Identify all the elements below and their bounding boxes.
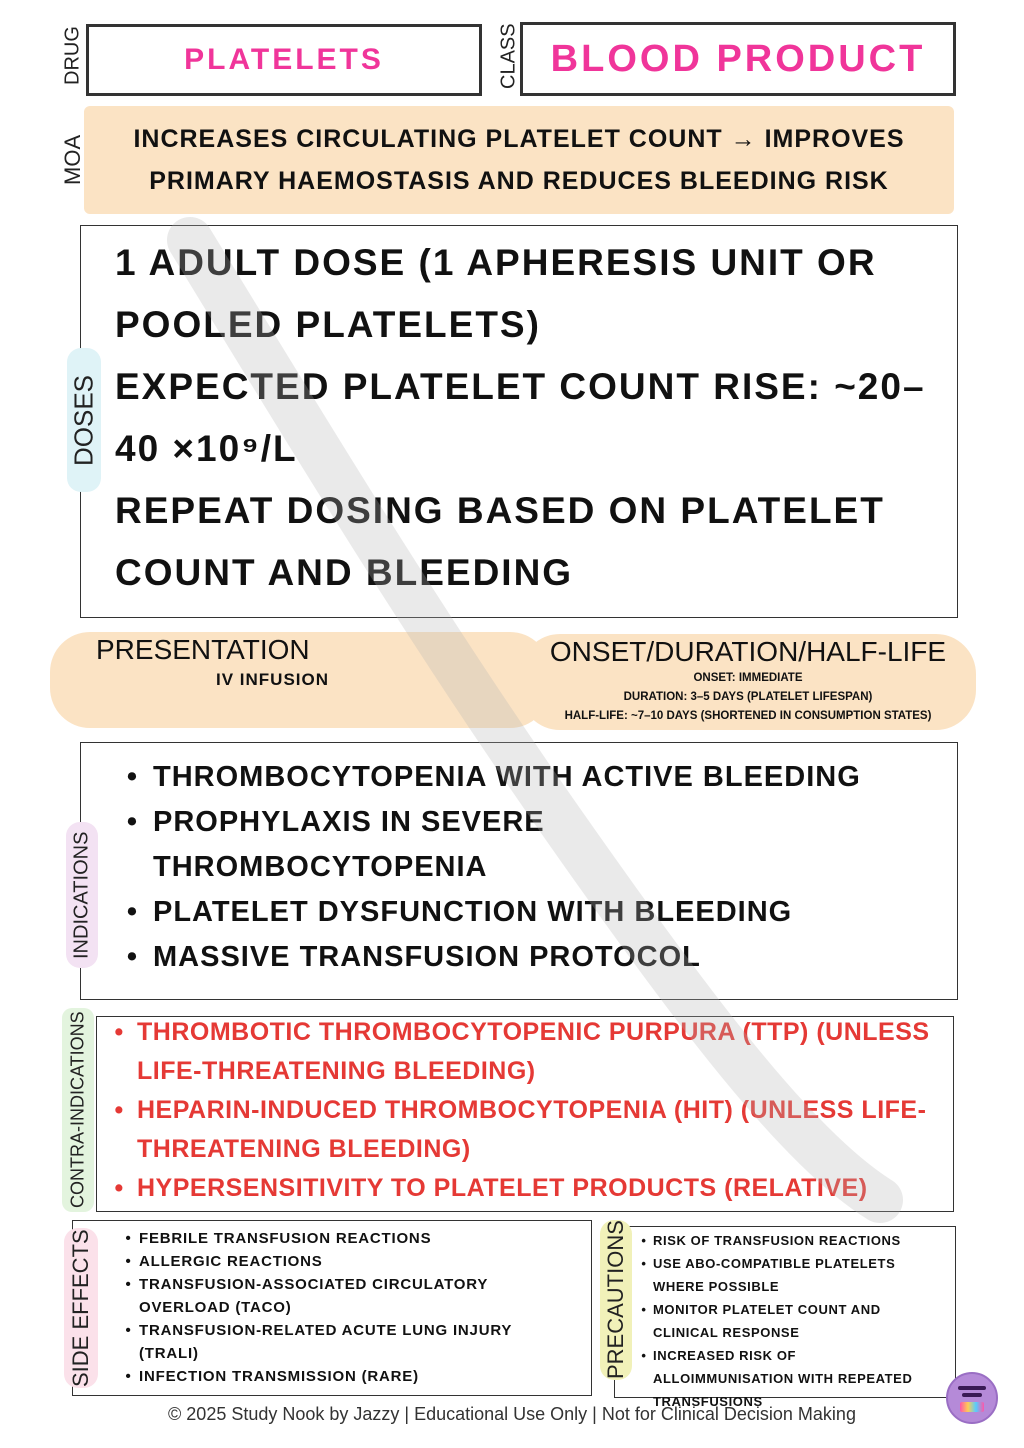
study-nook-logo [946,1372,998,1424]
moa-text: Increases circulating platelet count → i… [84,106,954,214]
drug-class: BLOOD PRODUCT [520,22,956,96]
onset-title: ONSET/DURATION/HALF-LIFE [549,636,947,667]
half-life-line: Half-life: ~7–10 days (shortened in cons… [564,710,932,722]
precautions-box: Risk of transfusion reactions Use ABO-co… [614,1226,956,1409]
dose-line: Repeat dosing based on platelet count an… [115,490,885,593]
indication-item: Thrombocytopenia with active bleeding [127,755,951,800]
duration-line: Duration: 3–5 days (platelet lifespan) [623,691,873,703]
contraindications-label: CONTRA-INDICATIONS [62,1008,94,1212]
presentation-text: IV infusion [216,670,330,689]
precautions-label: PRECAUTIONS [600,1220,632,1380]
indication-item: Massive transfusion protocol [127,935,951,980]
dose-line: 1 adult dose (1 apheresis unit or pooled… [115,242,877,345]
side-effects-label: SIDE EFFECTS [64,1228,98,1388]
presentation-panel: PRESENTATION IV infusion [50,632,550,728]
side-effect-item: Infection transmission (rare) [126,1365,571,1388]
contraindication-item: Heparin-induced thrombocytopenia (HIT) (… [115,1091,949,1169]
contraindications-box: Thrombotic thrombocytopenic purpura (TTP… [96,1013,954,1212]
indication-item: Prophylaxis in severe thrombocytopenia [127,800,951,890]
side-effect-item: Transfusion-related acute lung injury (T… [126,1319,571,1365]
indications-box: Thrombocytopenia with active bleeding Pr… [80,742,958,1000]
onset-line: Onset: immediate [693,672,803,684]
doses-box: 1 adult dose (1 apheresis unit or pooled… [80,225,958,618]
footer-text: © 2025 Study Nook by Jazzy | Educational… [168,1404,856,1424]
precaution-item: Increased risk of alloimmunisation with … [641,1344,951,1413]
doses-label: DOSES [67,348,101,492]
precaution-item: Monitor platelet count and clinical resp… [641,1298,951,1344]
side-effect-item: Transfusion-associated circulatory overl… [126,1273,571,1319]
dose-line: Expected platelet count rise: ~20–40 ×10… [115,366,926,469]
drug-name: PLATELETS [86,24,482,96]
contraindication-item: Hypersensitivity to platelet products (r… [115,1169,949,1208]
indication-item: Platelet dysfunction with bleeding [127,890,951,935]
side-effect-item: Allergic reactions [126,1250,571,1273]
precaution-item: Use ABO-compatible platelets where possi… [641,1252,951,1298]
drug-label: DRUG [61,26,84,86]
precaution-item: Risk of transfusion reactions [641,1229,951,1252]
onset-panel: ONSET/DURATION/HALF-LIFE Onset: immediat… [520,634,976,730]
indications-label: INDICATIONS [66,822,98,968]
contraindication-item: Thrombotic thrombocytopenic purpura (TTP… [115,1013,949,1091]
presentation-title: PRESENTATION [96,634,310,665]
side-effects-box: Febrile transfusion reactions Allergic r… [72,1220,592,1396]
side-effect-item: Febrile transfusion reactions [126,1227,571,1250]
